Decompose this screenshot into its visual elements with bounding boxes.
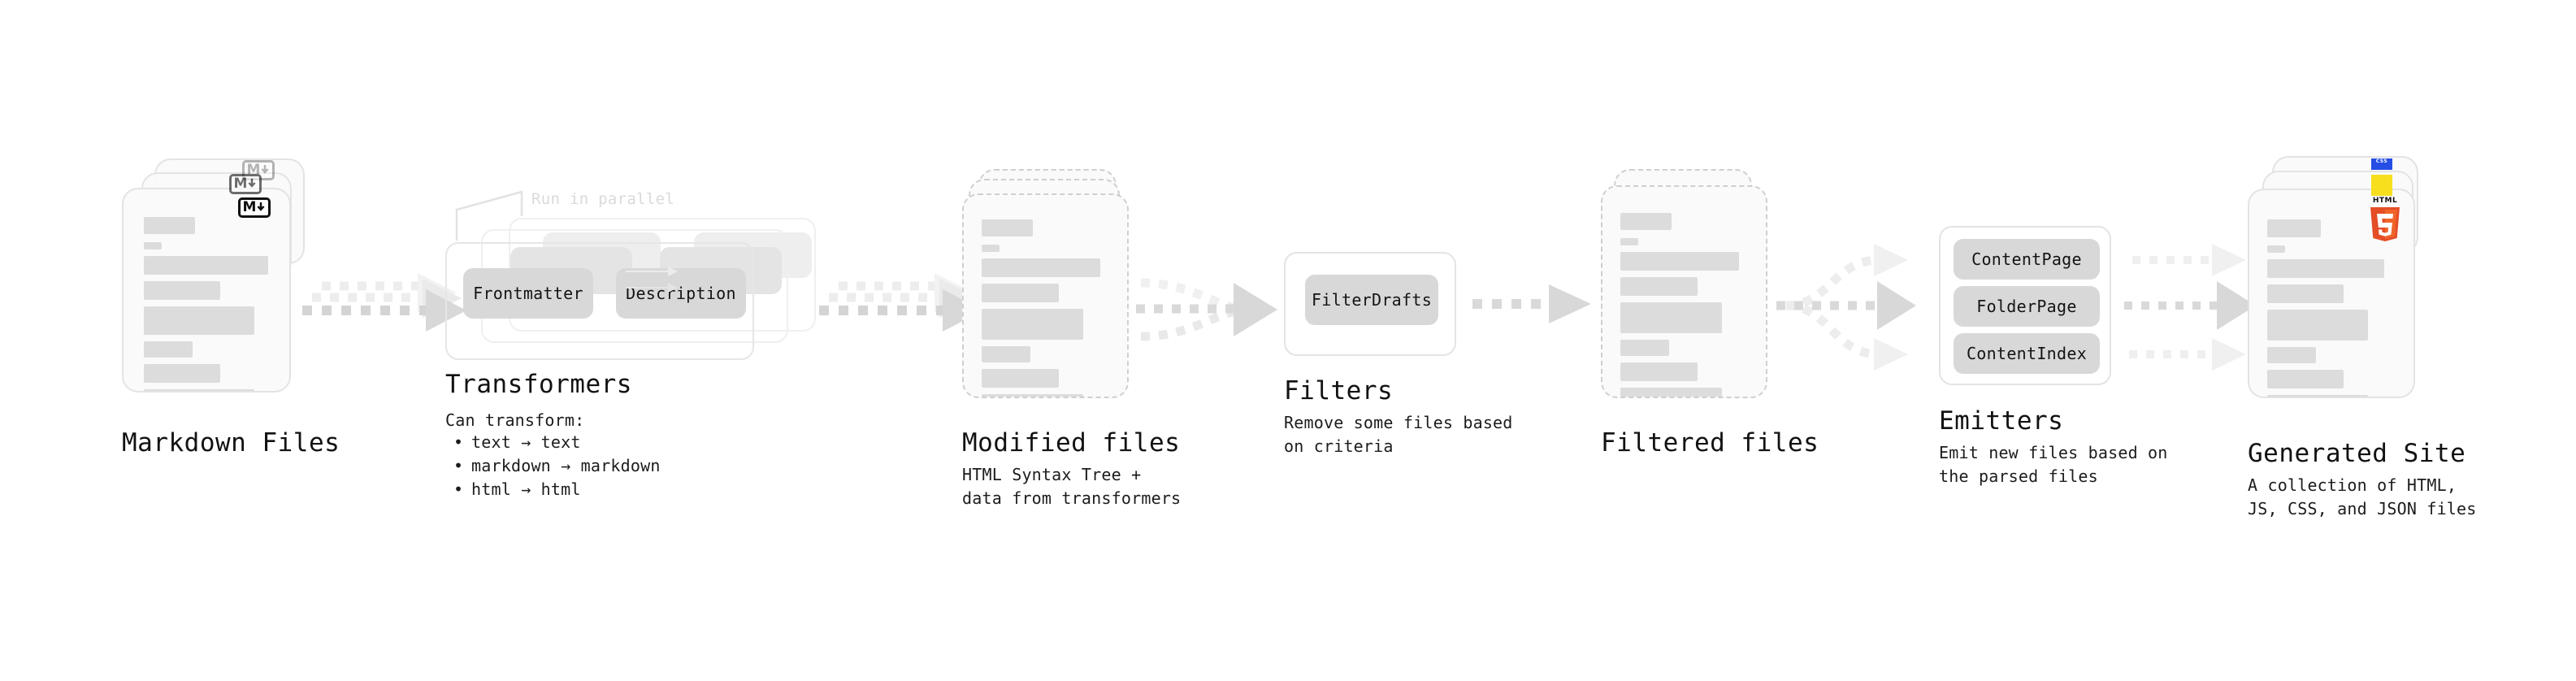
markdown-files-title: Markdown Files	[122, 428, 340, 458]
connector-emitters-to-site	[2124, 244, 2256, 371]
markdown-icon-mid: M	[229, 174, 262, 194]
transformer-internal-arrows	[618, 267, 691, 313]
filtered-files-title: Filtered files	[1601, 428, 1819, 458]
filters-title: Filters	[1284, 376, 1394, 406]
bullet-dot-1: •	[453, 456, 464, 475]
chip-contentpage[interactable]: ContentPage	[1954, 239, 2100, 280]
emitters-subtitle: Emit new files based on the parsed files	[1939, 443, 2168, 486]
parallel-bracket	[455, 190, 523, 241]
modified-files-title: Modified files	[962, 428, 1181, 458]
markdown-icon: M	[238, 197, 271, 218]
transformer-box-front: Frontmatter Description	[445, 242, 754, 360]
emitters-group: ContentPage FolderPage ContentIndex	[1939, 226, 2111, 385]
transformers-bullet-2: html → html	[471, 479, 581, 499]
filters-subtitle: Remove some files based on criteria	[1284, 413, 1513, 456]
chip-description[interactable]: Description	[616, 268, 746, 319]
filters-group: FilterDrafts	[1284, 252, 1456, 356]
css3-icon-label: CSS	[2375, 158, 2388, 164]
markdown-icon-letter-back: M	[246, 162, 261, 178]
run-in-parallel-label: Run in parallel	[531, 190, 675, 208]
connector-modified-to-filters	[1136, 278, 1277, 341]
chip-frontmatter[interactable]: Frontmatter	[463, 268, 593, 319]
modified-files-subtitle: HTML Syntax Tree + data from transformer…	[962, 465, 1182, 508]
connector-transformers-to-modified	[819, 273, 983, 332]
javascript-icon	[2371, 175, 2392, 196]
transformers-bullet-1: markdown → markdown	[471, 456, 661, 475]
emitters-title: Emitters	[1939, 406, 2064, 436]
transformers-bullet-list: • text → text • markdown → markdown • html …	[453, 431, 661, 501]
transformers-title: Transformers	[445, 370, 632, 399]
document-sheet-front	[122, 188, 291, 393]
bullet-dot-0: •	[453, 432, 464, 452]
connector-filtered-to-emitters	[1776, 244, 1916, 371]
chip-contentindex[interactable]: ContentIndex	[1954, 333, 2100, 374]
bullet-dot-2: •	[453, 479, 464, 499]
markdown-icon-letter: M	[242, 199, 257, 215]
document-sheet-front	[962, 193, 1129, 398]
html5-icon-label: HTML	[2372, 197, 2398, 205]
transformers-group: Run in parallel Frontmatter Description	[445, 189, 827, 367]
chip-filterdrafts[interactable]: FilterDrafts	[1305, 275, 1438, 325]
generated-site-title: Generated Site	[2248, 439, 2466, 468]
document-sheet-front	[1601, 185, 1767, 398]
connector-filters-to-filtered	[1472, 284, 1591, 323]
markdown-icon-letter-mid: M	[233, 176, 248, 192]
css3-icon: CSS	[2371, 158, 2392, 170]
transformers-bullet-0: text → text	[471, 432, 581, 452]
generated-site-subtitle: A collection of HTML, JS, CSS, and JSON …	[2248, 475, 2477, 518]
chip-folderpage[interactable]: FolderPage	[1954, 286, 2100, 327]
html5-icon: HTML	[2366, 197, 2404, 242]
connector-md-to-transformers	[302, 273, 466, 332]
transformers-subtitle: Can transform:	[445, 410, 585, 430]
